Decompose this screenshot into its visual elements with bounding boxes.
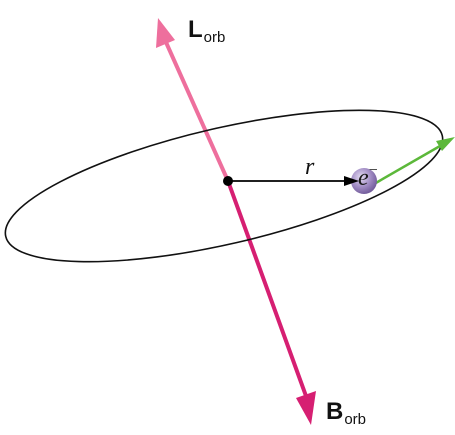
radius-label: r [305,155,314,179]
electron-symbol: e [358,165,369,191]
angular-momentum-label: Lorb [188,18,225,42]
magnetic-moment-symbol: B [326,398,343,425]
velocity-arrow [374,137,455,184]
electron-label: e− [358,166,378,190]
nucleus-dot [223,176,233,186]
radius-arrow [228,176,359,186]
magnetic-moment-arrow [228,181,316,425]
angular-momentum-symbol: L [188,16,203,43]
electron-orbit [0,79,455,293]
magnetic-moment-label: Borb [326,400,366,424]
electron-charge: − [369,162,378,179]
magnetic-moment-subscript: orb [344,411,366,428]
angular-momentum-subscript: orb [204,29,226,46]
